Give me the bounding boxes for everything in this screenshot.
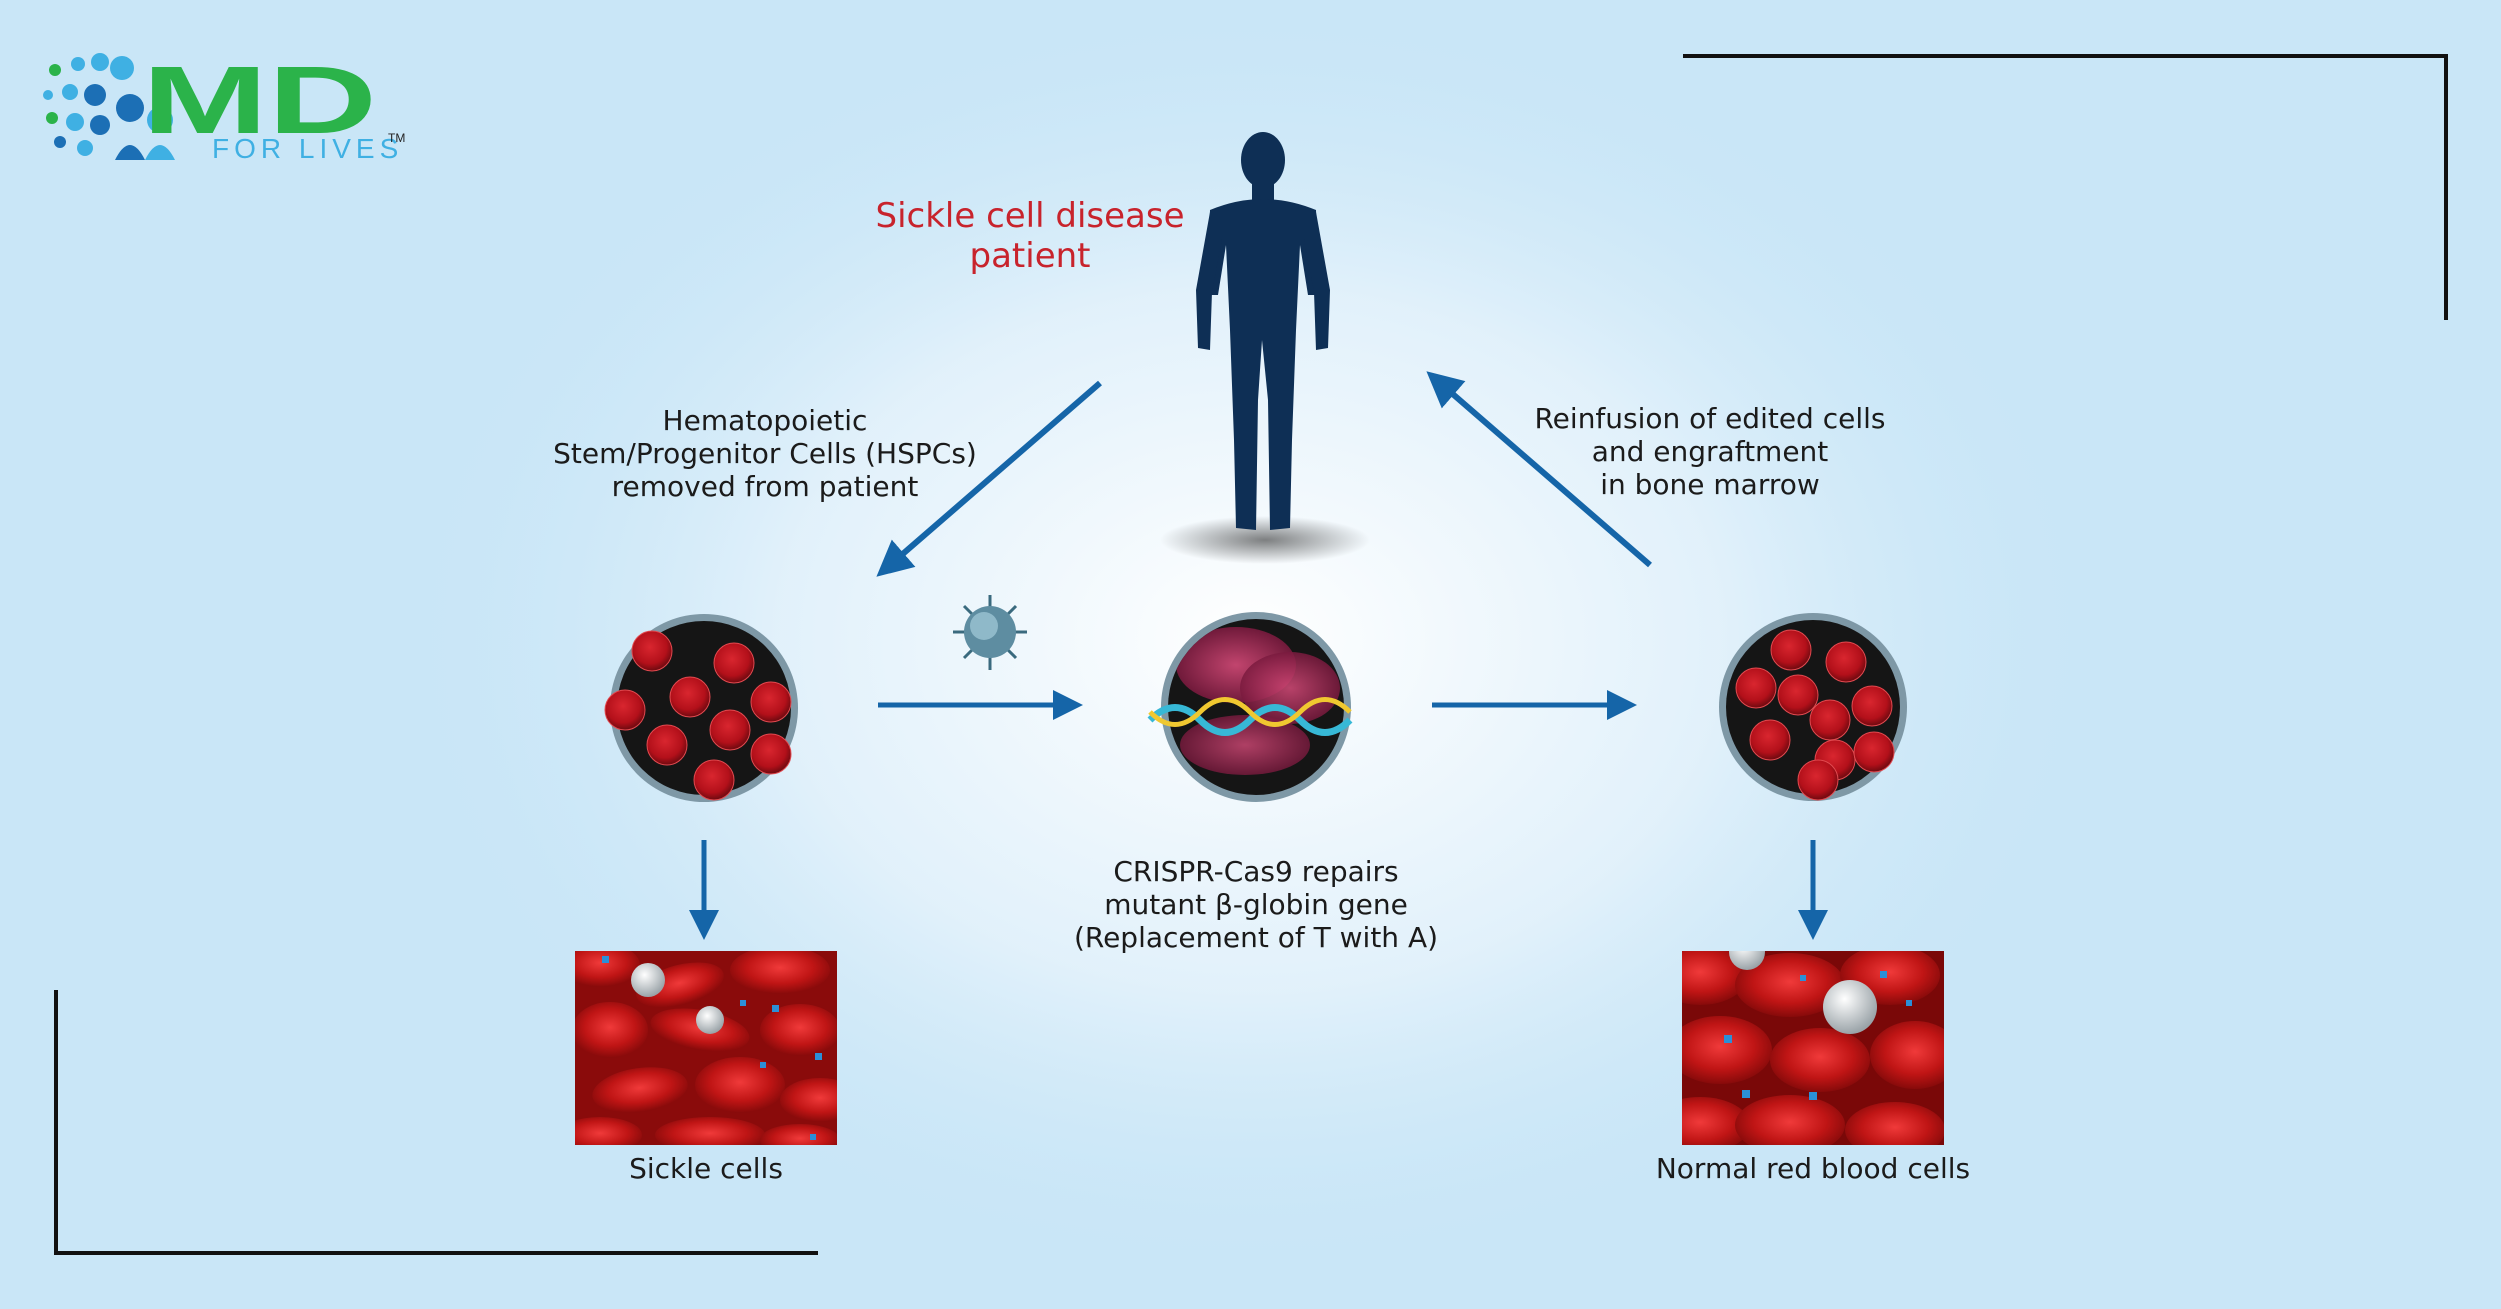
reinfusion-label: Reinfusion of edited cells and engraftme… (1534, 402, 1886, 501)
human-silhouette-icon (1196, 132, 1330, 530)
patient-shadow (1160, 516, 1370, 564)
sickle-cells-caption: Sickle cells (629, 1152, 783, 1185)
logo-dots-icon (43, 53, 175, 160)
dna-icon (1147, 704, 1353, 736)
logo-tm: TM (388, 131, 405, 145)
crispr-dish-icon (1147, 612, 1353, 802)
arrow-reinfusion (1426, 371, 1652, 568)
patient-label: Sickle cell disease patient (875, 196, 1185, 276)
crispr-label: CRISPR-Cas9 repairs mutant β-globin gene… (1073, 855, 1439, 954)
frame-top-right (1683, 54, 2448, 320)
logo-tagline: FOR LIVES (212, 133, 403, 164)
cell-dish-icon (604, 614, 798, 802)
arrow-patient-to-hspc (876, 380, 1102, 577)
frame-bottom-left (54, 990, 818, 1255)
normal-cells-image (1682, 951, 1944, 1145)
normal-cells-caption: Normal red blood cells (1655, 1152, 1971, 1185)
logo-mark: MD (142, 47, 377, 154)
edited-cell-dish-icon (1719, 613, 1907, 801)
sickle-cells-image (575, 951, 837, 1145)
hspc-label: Hematopoietic Stem/Progenitor Cells (HSP… (553, 404, 977, 503)
virus-icon (953, 595, 1027, 670)
